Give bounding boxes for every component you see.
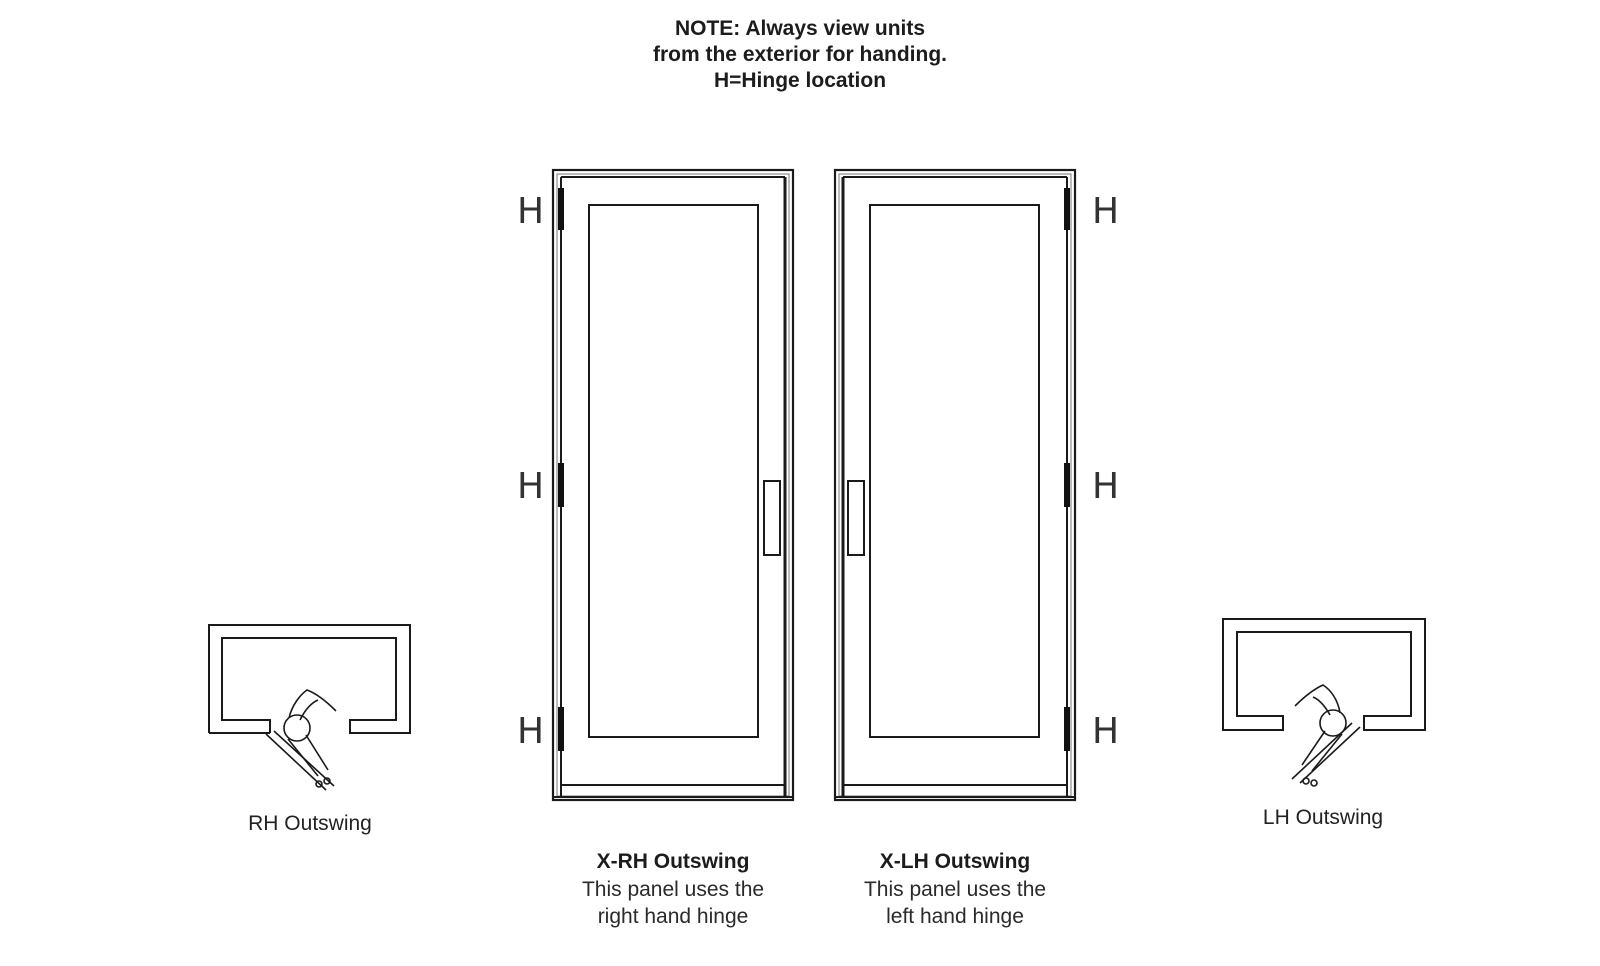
door-x-rh: [551, 168, 795, 802]
note-line-1: NOTE: Always view units: [674, 17, 926, 40]
hinge-marker-label: H: [517, 191, 544, 232]
door-caption-rh: X-RH Outswing This panel uses the right …: [553, 848, 793, 930]
plan-rh-outswing: [208, 624, 411, 791]
hinge-marker-label: H: [517, 466, 544, 507]
person-icon: [1294, 684, 1347, 787]
hinge-icon: [558, 707, 564, 751]
hinge-icon: [1064, 188, 1070, 230]
note-line-3: H=Hinge location: [713, 69, 887, 92]
hinge-marker-label: H: [1092, 466, 1119, 507]
hinge-marker-label: H: [1092, 711, 1119, 752]
hinge-marker-label: H: [1092, 191, 1119, 232]
door-desc-line-2: left hand hinge: [886, 905, 1024, 928]
note-line-2: from the exterior for handing.: [652, 43, 948, 66]
plan-label-rh: RH Outswing: [248, 812, 372, 835]
door-desc-line-1: This panel uses the: [863, 878, 1047, 901]
person-icon: [283, 689, 337, 788]
door-desc-line-2: right hand hinge: [597, 905, 749, 928]
plan-lh-outswing: [1222, 618, 1426, 787]
hinge-icon: [558, 188, 564, 230]
hinge-marker-label: H: [517, 711, 544, 752]
handing-note: NOTE: Always view units from the exterio…: [560, 16, 1040, 94]
plan-label-lh: LH Outswing: [1262, 806, 1384, 829]
door-x-lh: [833, 168, 1077, 802]
door-caption-lh: X-LH Outswing This panel uses the left h…: [835, 848, 1075, 930]
hinge-icon: [1064, 463, 1070, 507]
hinge-icon: [558, 463, 564, 507]
hinge-icon: [1064, 707, 1070, 751]
door-desc-line-1: This panel uses the: [581, 878, 765, 901]
door-title: X-LH Outswing: [879, 850, 1031, 873]
door-title: X-RH Outswing: [596, 850, 750, 873]
